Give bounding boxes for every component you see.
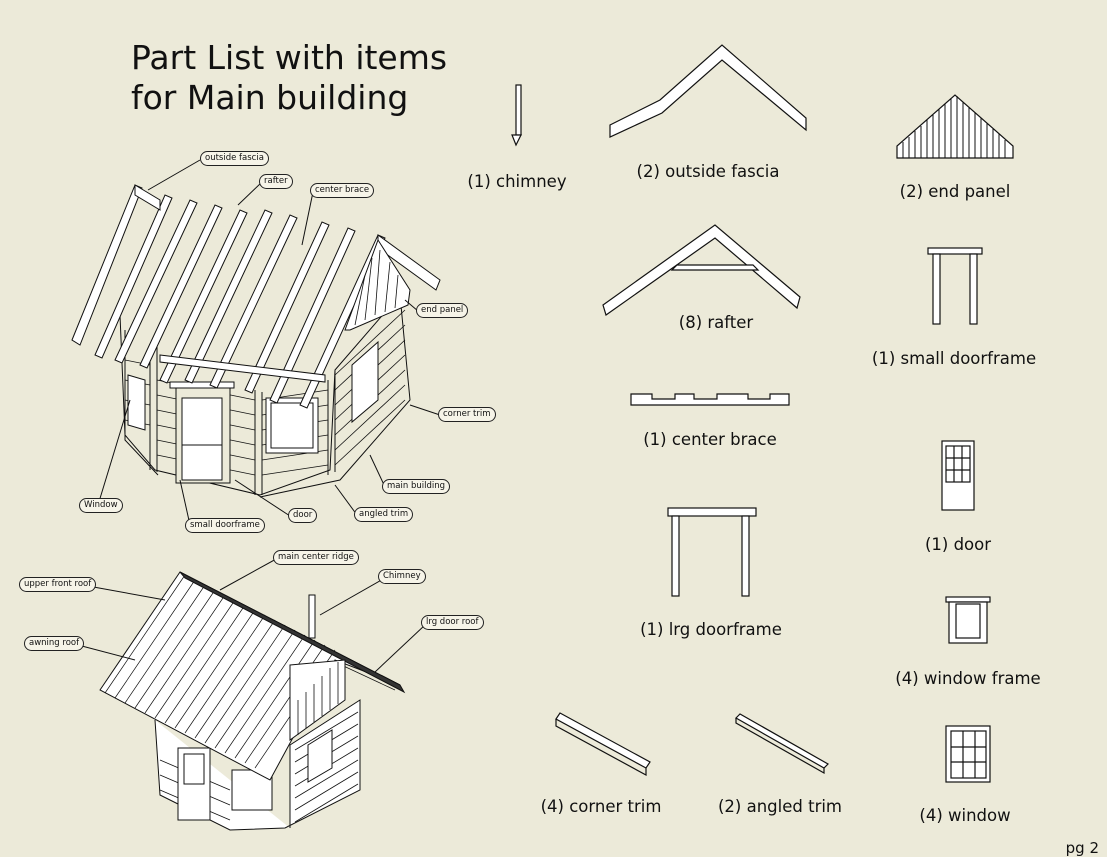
rafter-drawing — [602, 224, 801, 316]
callout-chimney: Chimney — [378, 569, 426, 584]
part-label-window-frame: (4) window frame — [895, 669, 1041, 688]
page-title: Part List with items for Main building — [131, 38, 447, 118]
part-label-outside-fascia: (2) outside fascia — [636, 162, 780, 181]
callout-main-center-ridge: main center ridge — [273, 550, 359, 565]
roof-assembly-drawing — [77, 557, 426, 831]
callout-center-brace: center brace — [310, 183, 375, 198]
callout-window: Window — [79, 498, 123, 513]
angled-trim-drawing — [735, 713, 829, 775]
part-label-corner-trim: (4) corner trim — [540, 797, 662, 816]
callout-angled-trim: angled trim — [354, 507, 414, 522]
callout-corner-trim: corner trim — [438, 407, 496, 422]
title-line-1: Part List with items — [131, 38, 448, 77]
window-frame-drawing — [945, 596, 991, 644]
part-label-chimney: (1) chimney — [467, 172, 567, 191]
center-brace-drawing — [630, 393, 790, 406]
callout-lrg-door-roof: lrg door roof — [421, 615, 484, 630]
callout-small-doorframe: small doorframe — [185, 518, 265, 533]
part-label-lrg-doorframe: (1) lrg doorframe — [640, 620, 782, 639]
callout-rafter: rafter — [259, 174, 293, 189]
part-label-center-brace: (1) center brace — [643, 430, 777, 449]
frame-assembly-drawing — [71, 159, 441, 526]
chimney-drawing — [511, 84, 522, 147]
part-label-small-doorframe: (1) small doorframe — [871, 349, 1037, 368]
callout-main-building: main building — [382, 479, 450, 494]
part-label-window: (4) window — [919, 806, 1011, 825]
page-number: pg 2 — [1065, 839, 1099, 857]
end-panel-drawing — [896, 94, 1014, 159]
title-line-2: for Main building — [131, 78, 409, 117]
door-drawing — [941, 440, 975, 511]
callout-door: door — [288, 508, 318, 523]
part-label-end-panel: (2) end panel — [899, 182, 1011, 201]
callout-awning-roof: awning roof — [24, 636, 85, 651]
callout-end-panel: end panel — [416, 303, 469, 318]
part-label-door: (1) door — [924, 535, 992, 554]
small-doorframe-drawing — [927, 247, 983, 325]
callout-upper-front-roof: upper front roof — [19, 577, 97, 592]
lrg-doorframe-drawing — [667, 507, 757, 597]
callout-outside-fascia: outside fascia — [200, 151, 269, 166]
outside-fascia-drawing — [609, 44, 807, 138]
part-label-rafter: (8) rafter — [678, 313, 754, 332]
window-drawing — [945, 725, 991, 783]
part-label-angled-trim: (2) angled trim — [717, 797, 843, 816]
corner-trim-drawing — [555, 712, 651, 777]
